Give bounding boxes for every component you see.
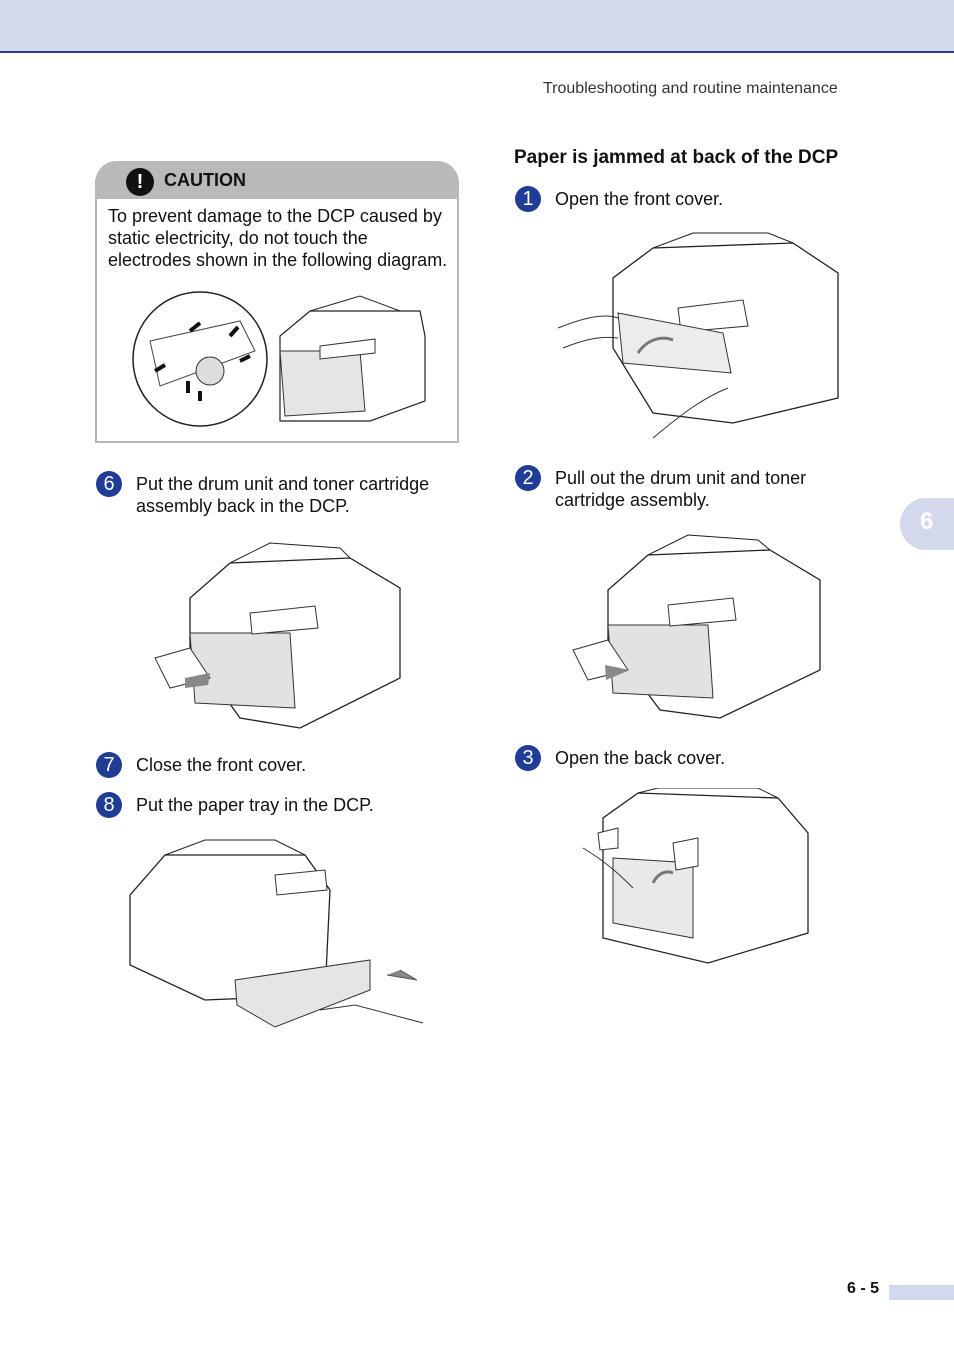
step-text: Close the front cover. — [136, 755, 307, 775]
chapter-number: 6 — [920, 508, 934, 535]
open-front-cover-illustration — [557, 232, 839, 439]
step-number: 1 — [515, 186, 541, 212]
section-title: Paper is jammed at back of the DCP — [514, 147, 839, 168]
top-band — [0, 0, 954, 53]
running-header: Troubleshooting and routine maintenance — [543, 80, 838, 97]
step-text: Put the drum unit and toner cartridge as… — [136, 474, 430, 516]
open-back-cover-illustration — [582, 788, 809, 964]
step-text: Open the back cover. — [555, 748, 726, 768]
step-number: 6 — [96, 471, 122, 497]
step-text: Put the paper tray in the DCP. — [136, 795, 374, 815]
step-number: 2 — [515, 465, 541, 491]
caution-box: ! CAUTION To prevent damage to the DCP c… — [95, 161, 459, 443]
caution-title: CAUTION — [164, 170, 246, 190]
pull-drum-illustration — [572, 534, 821, 719]
page-number: 6 - 5 — [847, 1280, 880, 1297]
caution-text: To prevent damage to the DCP caused by s… — [108, 206, 448, 270]
caution-header: ! CAUTION — [95, 161, 459, 199]
step-number: 8 — [96, 792, 122, 818]
chapter-tab: 6 — [900, 498, 954, 550]
electrodes-illustration — [132, 291, 426, 427]
step-text: Pull out the drum unit and toner cartrid… — [555, 468, 807, 510]
drum-insert-illustration — [154, 542, 401, 729]
footer-bar — [889, 1285, 954, 1300]
paper-tray-illustration — [129, 839, 424, 1028]
step-text: Open the front cover. — [555, 189, 724, 209]
step-number: 3 — [515, 745, 541, 771]
step-number: 7 — [96, 752, 122, 778]
exclamation-icon: ! — [126, 168, 154, 196]
